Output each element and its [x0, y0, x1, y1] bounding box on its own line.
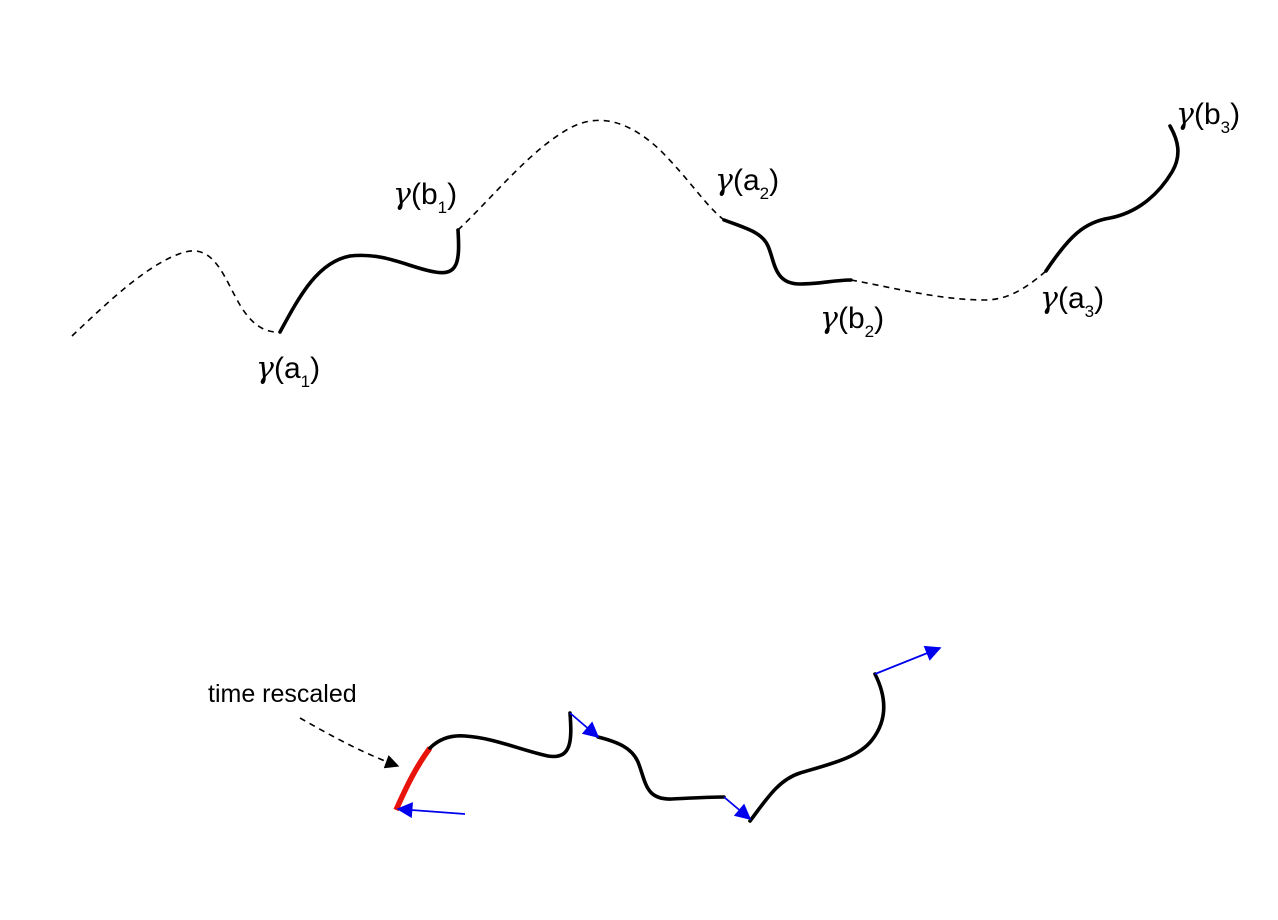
- annotation-arrow: [299, 717, 400, 769]
- label-gamma-b3: γ(b3): [1176, 97, 1240, 137]
- piece-1: [428, 711, 573, 759]
- arc-a3-b3: [1044, 124, 1180, 273]
- jump-vector-1: [569, 712, 600, 739]
- label-gamma-b1: γ(b1): [393, 177, 457, 217]
- arc-a1-b1: [278, 228, 461, 334]
- dashed-segment-b2-a3: [850, 270, 1047, 301]
- dashed-segment-b1-a2: [457, 119, 725, 231]
- tangent-vector-start: [396, 802, 466, 819]
- full-curve: [71, 119, 1180, 337]
- label-gamma-a1: γ(a1): [256, 351, 320, 391]
- tangent-vector-end: [874, 645, 942, 675]
- piece-2: [596, 735, 726, 801]
- jump-vector-2: [723, 796, 752, 821]
- concatenated-curve: [393, 672, 886, 823]
- time-rescaled-label: time rescaled: [208, 680, 357, 708]
- label-gamma-a3: γ(a3): [1040, 281, 1104, 321]
- piece-3: [748, 672, 886, 823]
- label-gamma-b2: γ(b2): [820, 301, 884, 341]
- rescaled-segment: [393, 746, 433, 812]
- label-gamma-a2: γ(a2): [715, 163, 779, 203]
- dashed-segment-start: [71, 250, 281, 337]
- arc-a2-b2: [722, 218, 853, 286]
